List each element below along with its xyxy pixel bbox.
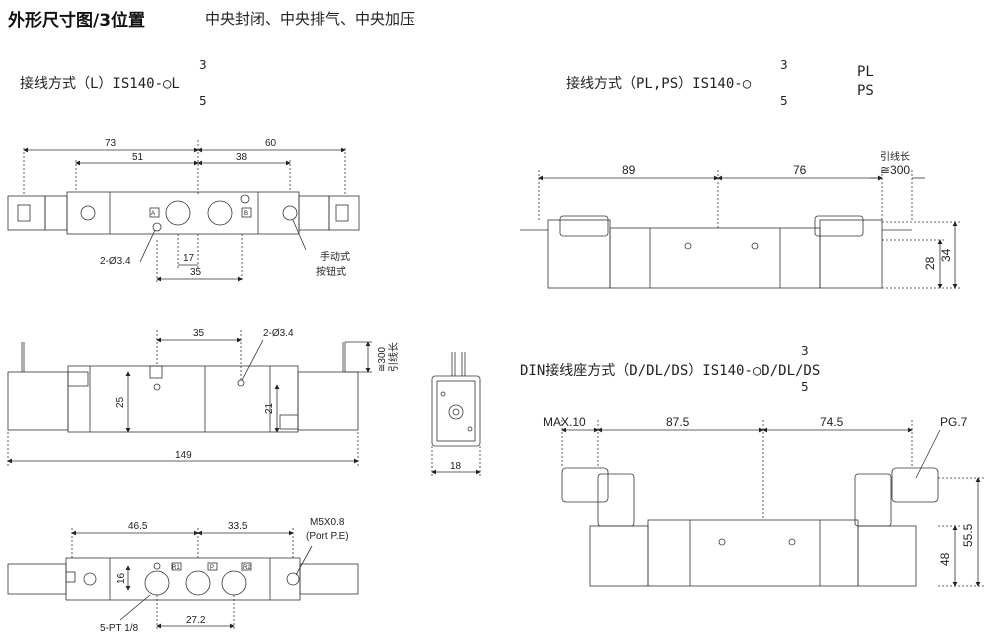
dim-38: 38 <box>236 152 248 163</box>
page-subtitle: 中央封闭、中央排气、中央加压 <box>205 10 416 28</box>
front-lead-len: ≅300 <box>377 346 388 372</box>
variant-din-sub: 5 <box>801 380 809 394</box>
front-dim-149: 149 <box>175 450 192 461</box>
variant-pl-opt2: PS <box>857 83 874 99</box>
top-view-l-text: 73 60 51 38 17 35 2-Ø3.4 手动式 按钮式 A B <box>100 138 350 278</box>
front-dim-21: 21 <box>264 402 275 414</box>
bottom-dim-46-5: 46.5 <box>128 521 148 532</box>
variant-l-sub: 5 <box>199 94 207 108</box>
din-dim-74-5: 74.5 <box>820 415 844 429</box>
front-hole-label: 2-Ø3.4 <box>263 328 294 339</box>
hole-label: 2-Ø3.4 <box>100 256 131 267</box>
port-a: A <box>151 211 155 217</box>
front-lead-label: 引线长 <box>387 342 400 372</box>
variant-pl-label: 接线方式（PL,PS）IS140-○ <box>566 76 752 92</box>
din-dim-87-5: 87.5 <box>666 415 690 429</box>
pl-lead-label: 引线长 <box>880 150 910 163</box>
m5-label: M5X0.8 <box>310 517 345 528</box>
pl-view <box>520 170 960 289</box>
variant-pl-opt1: PL <box>857 64 874 80</box>
variant-l-sup: 3 <box>199 58 207 72</box>
front-dim-25: 25 <box>115 396 126 408</box>
bottom-dim-16: 16 <box>116 572 127 584</box>
variant-pl-sub: 5 <box>780 94 788 108</box>
din-dim-48: 48 <box>938 552 952 566</box>
pl-lead-len: ≅300 <box>880 163 910 177</box>
manual-label-2: 按钮式 <box>316 265 346 278</box>
front-view-text: 35 2-Ø3.4 25 21 149 ≅300 引线长 <box>115 328 400 461</box>
bottom-dim-27-2: 27.2 <box>186 615 206 626</box>
dim-73: 73 <box>105 138 117 149</box>
bottom-view <box>7 528 359 630</box>
page-title: 外形尺寸图/3位置 <box>8 11 146 31</box>
dim-60: 60 <box>265 138 277 149</box>
dim-17: 17 <box>183 253 195 264</box>
front-dim-35: 35 <box>193 328 205 339</box>
bottom-dim-33-5: 33.5 <box>228 521 248 532</box>
end-view <box>431 352 481 476</box>
variant-pl-sup: 3 <box>780 58 788 72</box>
dim-51: 51 <box>132 152 144 163</box>
variant-l-label: 接线方式（L）IS140-○L <box>20 76 180 92</box>
din-view <box>561 420 985 587</box>
pt-label: 5-PT 1/8 <box>100 623 139 634</box>
pl-dim-76: 76 <box>793 163 807 177</box>
dim-35: 35 <box>190 267 202 278</box>
port-r1: R1 <box>172 565 180 571</box>
end-dim-18: 18 <box>450 461 462 472</box>
manual-label-1: 手动式 <box>320 250 350 263</box>
bottom-view-text: 46.5 33.5 M5X0.8 (Port P.E) 16 27.2 5-PT… <box>100 517 349 634</box>
din-dim-55-5: 55.5 <box>961 523 975 547</box>
pl-view-text: 89 76 引线长 ≅300 28 34 <box>622 150 953 270</box>
top-view-l <box>7 140 360 282</box>
variant-din-sup: 3 <box>801 344 809 358</box>
front-view <box>7 330 372 466</box>
variant-din-label: DIN接线座方式（D/DL/DS）IS140-○D/DL/DS <box>520 363 821 379</box>
pl-dim-89: 89 <box>622 163 636 177</box>
port-r2: R2 <box>243 565 251 571</box>
pl-dim-28: 28 <box>923 256 937 270</box>
pl-dim-34: 34 <box>939 248 953 262</box>
din-dim-max10: MAX.10 <box>543 415 586 429</box>
port-b: B <box>244 211 248 217</box>
port-p: P <box>210 565 214 571</box>
din-pg-label: PG.7 <box>940 415 968 429</box>
port-pe-label: (Port P.E) <box>306 531 349 542</box>
din-view-text: MAX.10 87.5 74.5 PG.7 48 55.5 <box>543 415 975 566</box>
